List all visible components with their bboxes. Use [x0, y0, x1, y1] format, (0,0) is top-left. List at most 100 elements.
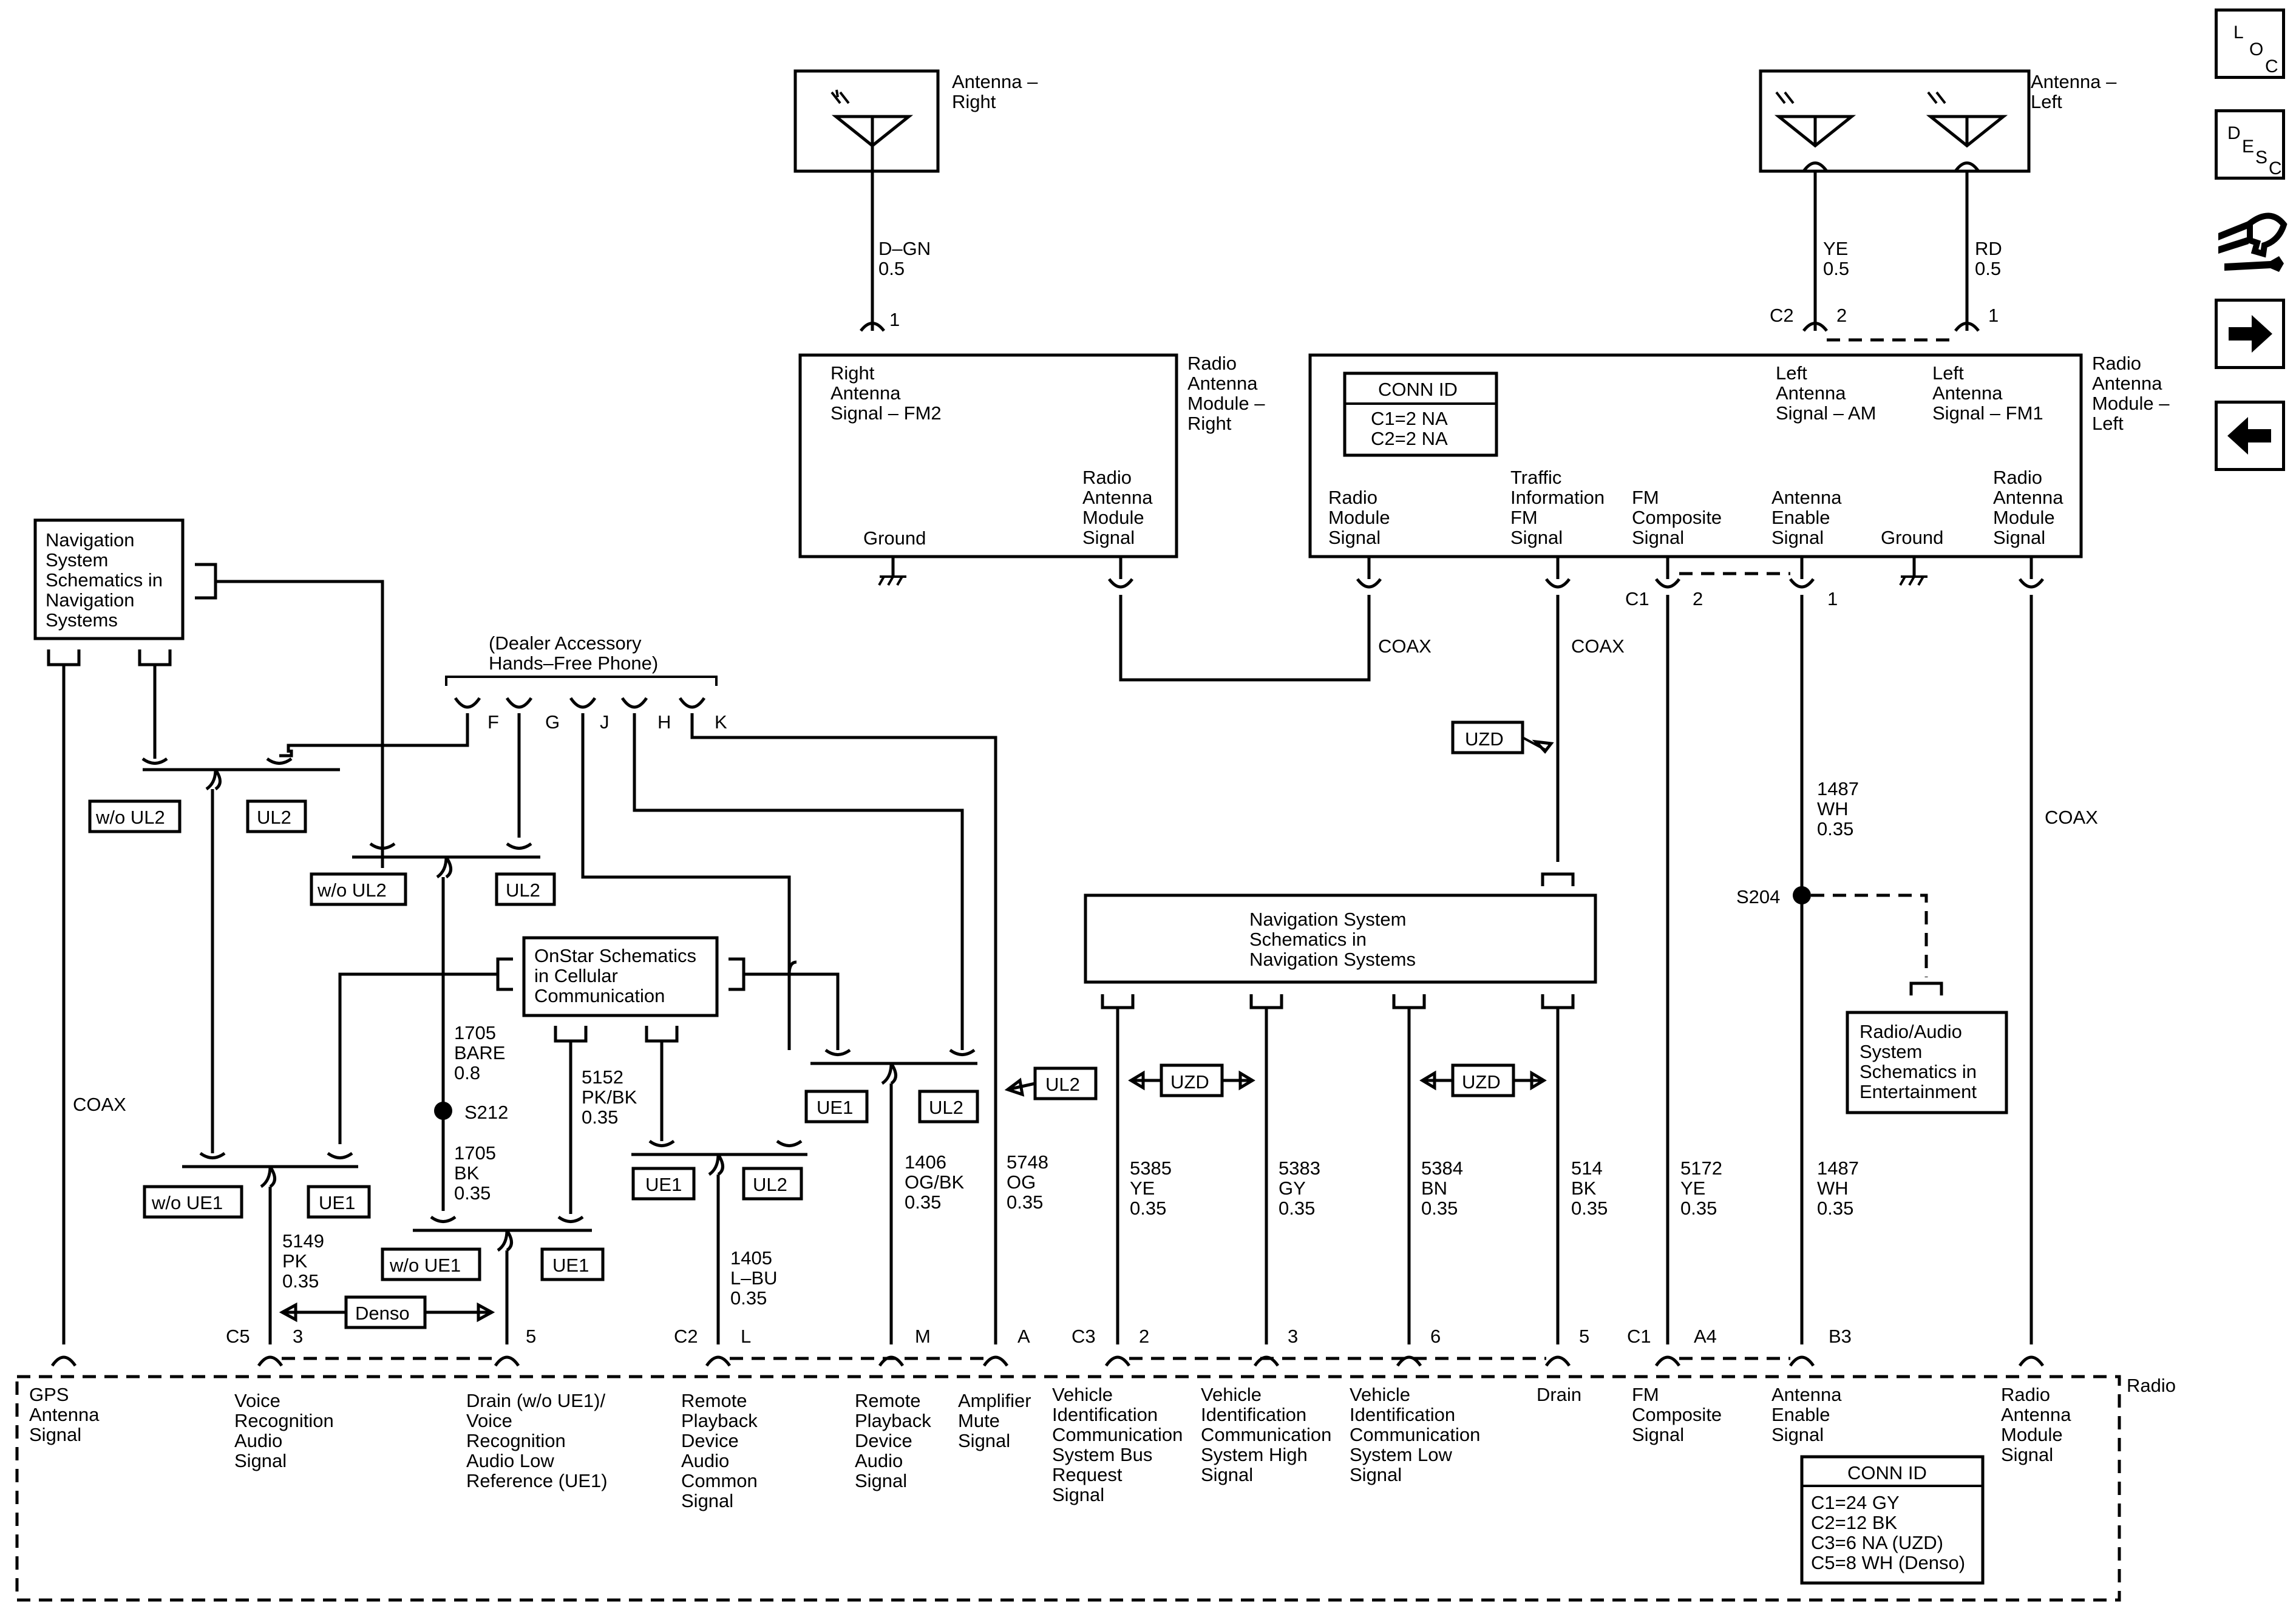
loc-letter-l: L [2233, 22, 2244, 42]
wire-514-color: BK [1571, 1178, 1597, 1199]
radio-connectors [50, 1355, 2045, 1367]
radio-label-ram-4: Signal [2001, 1444, 2053, 1465]
wire-5383-gauge: 0.35 [1279, 1198, 1315, 1219]
onstar-box [522, 936, 719, 1017]
radio-label-drain-5: Reference (UE1) [466, 1470, 608, 1491]
nav-system-box-3: Schematics in [46, 569, 163, 591]
radio-pin-c3: C3 [1072, 1326, 1096, 1347]
module-left-title: Radio [2092, 353, 2141, 374]
wire-5172-gauge: 0.35 [1680, 1198, 1717, 1219]
pin-left-c2: C2 [1770, 305, 1794, 326]
radio-label-ant-en-3: Signal [1771, 1424, 1824, 1445]
module-left-fm1-label-2: Antenna [1932, 382, 2003, 404]
desc-letter-d: D [2227, 123, 2241, 143]
nav-system-box-1: Navigation [46, 529, 134, 551]
uzd-tag-1: UZD [1465, 728, 1504, 750]
wire-ant-left-fm1-color: RD [1975, 238, 2002, 259]
wire-5384-num: 5384 [1421, 1158, 1463, 1179]
antenna-left-label-1: Antenna – [2031, 71, 2117, 92]
radio-audio-box [1846, 1011, 2008, 1114]
wire-1487-top-num: 1487 [1817, 778, 1859, 799]
module-right-pin-label-3: Signal – FM2 [830, 402, 942, 424]
module-left-antenna-enable-3: Signal [1771, 527, 1824, 548]
wire-1487-bot-num: 1487 [1817, 1158, 1859, 1179]
opt-ul2-3: UL2 [753, 1174, 787, 1195]
module-right-title: Radio [1187, 353, 1237, 374]
radio-label-ant-en-2: Enable [1771, 1404, 1830, 1425]
wire-5385-num: 5385 [1130, 1158, 1172, 1179]
radio-label-voice-1: Voice [234, 1390, 280, 1411]
dealer-phone-label-2: Hands–Free Phone) [489, 653, 658, 674]
coax-label-gps: COAX [73, 1094, 126, 1115]
radio-label-ram-3: Module [2001, 1424, 2063, 1445]
nav-mid-box-1: Navigation System [1249, 909, 1406, 930]
module-left-antenna-enable-2: Enable [1771, 507, 1830, 528]
pin-left-c2-1: 1 [1988, 305, 1999, 326]
radio-label-rpd-common-4: Audio [681, 1450, 729, 1471]
module-left-title-2: Antenna [2092, 373, 2162, 394]
connector-repair-button[interactable] [2212, 203, 2290, 280]
wire-1705-bot-gauge: 0.35 [454, 1182, 491, 1204]
radio-label-drain-2: Voice [466, 1410, 512, 1431]
desc-letter-c: C [2269, 158, 2282, 178]
wire-514-gauge: 0.35 [1571, 1198, 1608, 1219]
dealer-pin-f: F [487, 711, 499, 733]
module-right-pin-label: Right [830, 362, 875, 384]
module-left-traffic-2: Information [1510, 487, 1605, 508]
module-left-fm-composite-2: Composite [1632, 507, 1722, 528]
module-right-title-4: Right [1187, 413, 1232, 434]
module-left-connid-c1: C1=2 NA [1371, 408, 1448, 429]
wire-ant-left-am-gauge: 0.5 [1823, 258, 1849, 279]
radio-box [15, 1375, 2121, 1602]
uzd-tag-2: UZD [1170, 1071, 1209, 1093]
module-left-ram-signal-4: Signal [1993, 527, 2045, 548]
radio-label-drain-4: Audio Low [466, 1450, 554, 1471]
module-left-fm-composite-3: Signal [1632, 527, 1684, 548]
loc-button[interactable]: L O C [2215, 8, 2285, 79]
denso-tag: Denso [355, 1303, 410, 1324]
module-left-traffic: Traffic [1510, 467, 1561, 488]
radio-audio-box-2: System [1860, 1041, 1922, 1062]
module-left-fm-composite: FM [1632, 487, 1659, 508]
radio-label-vics-low-2: Identification [1350, 1404, 1455, 1425]
loc-letter-o: O [2249, 39, 2264, 59]
radio-label-rpd-2: Playback [855, 1410, 931, 1431]
wire-5152-num: 5152 [582, 1066, 623, 1088]
radio-connid-c1: C1=24 GY [1811, 1492, 1900, 1513]
desc-button[interactable]: D E S C [2215, 109, 2285, 180]
radio-label-amp-1: Amplifier [958, 1390, 1031, 1411]
radio-connid-c3: C3=6 NA (UZD) [1811, 1532, 1943, 1553]
wire-5383-color: GY [1279, 1178, 1306, 1199]
radio-label-drain-1: Drain (w/o UE1)/ [466, 1390, 605, 1411]
dealer-pin-g: G [545, 711, 560, 733]
wire-1487-top-color: WH [1817, 798, 1849, 819]
module-right-signal-label: Radio [1082, 467, 1132, 488]
module-right-ground-label: Ground [863, 527, 926, 549]
radio-label-voice-3: Audio [234, 1430, 282, 1451]
radio-pin-labels: GPS Antenna Signal Voice Recognition Aud… [29, 1384, 2071, 1511]
next-button[interactable] [2215, 299, 2285, 369]
module-left-connid-title: CONN ID [1378, 379, 1458, 400]
opt-ue1-1: UE1 [319, 1192, 355, 1213]
radio-label-vics-low-4: System Low [1350, 1444, 1452, 1465]
wire-1705-top-num: 1705 [454, 1022, 496, 1043]
radio-label-vics-req-3: Communication [1052, 1424, 1183, 1445]
radio-label-fm-comp-1: FM [1632, 1384, 1659, 1405]
radio-label-vics-req-1: Vehicle [1052, 1384, 1113, 1405]
nav-system-box-5: Systems [46, 609, 118, 631]
wire-5152-gauge: 0.35 [582, 1107, 618, 1128]
radio-label-drain-b: Drain [1537, 1384, 1581, 1405]
radio-pin-a: A [1017, 1326, 1030, 1347]
radio-label-rpd-common-3: Device [681, 1430, 739, 1451]
module-left-fm1-label: Left [1932, 362, 1964, 384]
wire-1405-color: L–BU [730, 1267, 778, 1289]
module-left-ram-signal-3: Module [1993, 507, 2055, 528]
back-button[interactable] [2215, 401, 2285, 471]
onstar-box-2: in Cellular [534, 965, 618, 986]
module-left-title-4: Left [2092, 413, 2124, 434]
module-left-ram-signal: Radio [1993, 467, 2042, 488]
coax-label-3: COAX [2045, 807, 2098, 828]
wire-5152-color: PK/BK [582, 1086, 637, 1108]
opt-ue1-3: UE1 [645, 1174, 682, 1195]
nav-mid-box-2: Schematics in [1249, 929, 1367, 950]
